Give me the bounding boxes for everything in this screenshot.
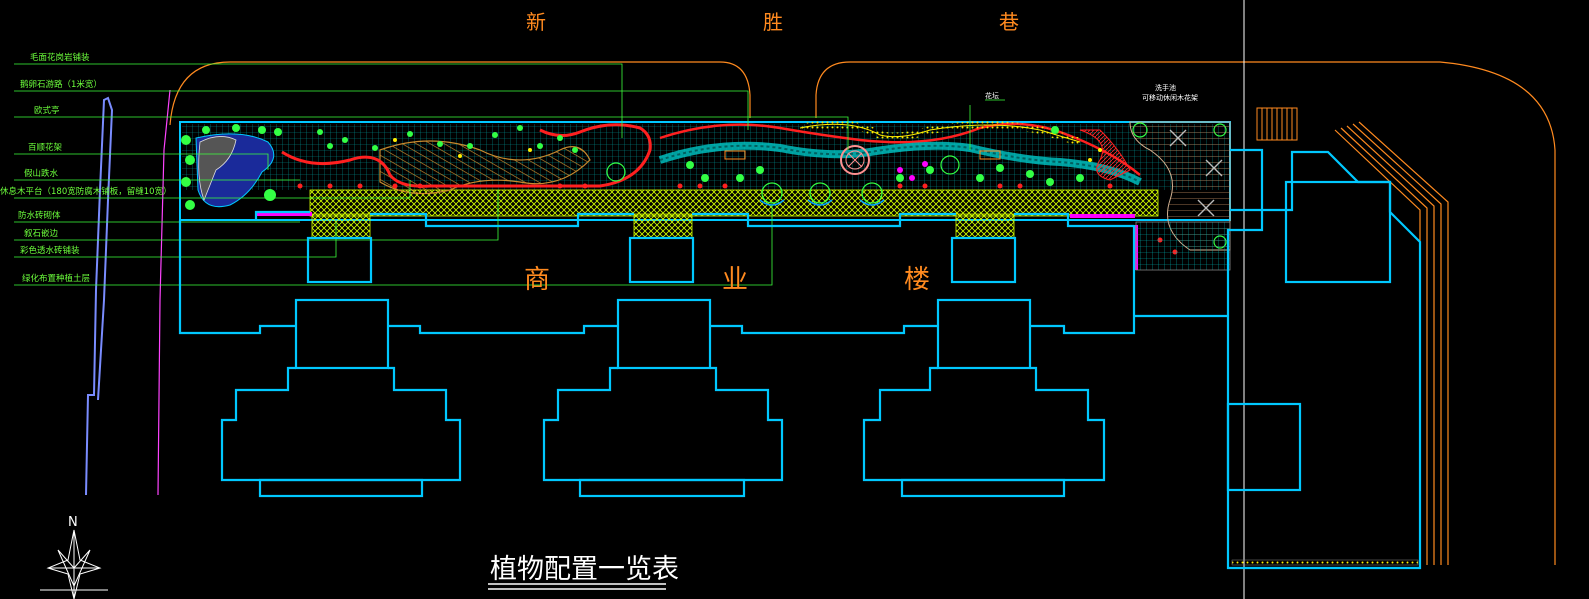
street-char-3: 巷 — [999, 10, 1019, 34]
annotation-flower-trellis: 百顺花架 — [28, 142, 63, 153]
north-arrow: N — [40, 515, 108, 599]
annotation-washbasin: 洗手池 — [1155, 83, 1176, 92]
plan-annotations: 毛面花岗岩铺装 鹅卵石游路（1米宽） 欧式亭 百顺花架 假山跌水 休息木平台（1… — [0, 52, 1198, 284]
stair-symbol — [1256, 107, 1298, 141]
leader-lines — [14, 63, 1005, 286]
building-name: 商 业 楼 — [524, 265, 930, 295]
street-char-1: 新 — [526, 10, 546, 34]
table-title: 植物配置一览表 — [490, 554, 679, 585]
annotation-rockery-waterfall: 假山跌水 — [24, 168, 59, 179]
material-legend-strip — [1231, 559, 1419, 566]
annotation-permeable-brick: 彩色透水砖铺装 — [20, 245, 80, 256]
building-char-3: 楼 — [904, 265, 930, 295]
annotation-wood-deck: 休息木平台（180宽防腐木铺板，留缝10宽） — [0, 186, 172, 197]
roof-garden — [179, 120, 1231, 271]
building-char-2: 业 — [722, 265, 748, 295]
street-curb-lines — [169, 61, 1556, 565]
annotation-movable-trellis: 可移动休闲木花架 — [1142, 93, 1198, 102]
commercial-building-outline — [178, 148, 1422, 570]
north-label: N — [68, 515, 78, 530]
building-char-1: 商 — [524, 265, 550, 295]
left-boundary-lines — [85, 89, 171, 496]
annotation-pavilion: 欧式亭 — [34, 105, 60, 116]
annotation-pebble-path: 鹅卵石游路（1米宽） — [20, 79, 102, 90]
street-name: 新 胜 巷 — [526, 10, 1019, 34]
annotation-waterproof-brick: 防水砖砌体 — [18, 210, 61, 221]
street-char-2: 胜 — [763, 10, 783, 34]
plant-schedule-title: 植物配置一览表 — [488, 554, 679, 590]
annotation-granite-paving: 毛面花岗岩铺装 — [30, 52, 90, 63]
annotation-flower-bed: 花坛 — [985, 91, 999, 100]
annotation-planting-soil: 绿化布置种植土层 — [22, 273, 90, 284]
annotation-stone-edge: 叙石嵌边 — [24, 228, 59, 239]
